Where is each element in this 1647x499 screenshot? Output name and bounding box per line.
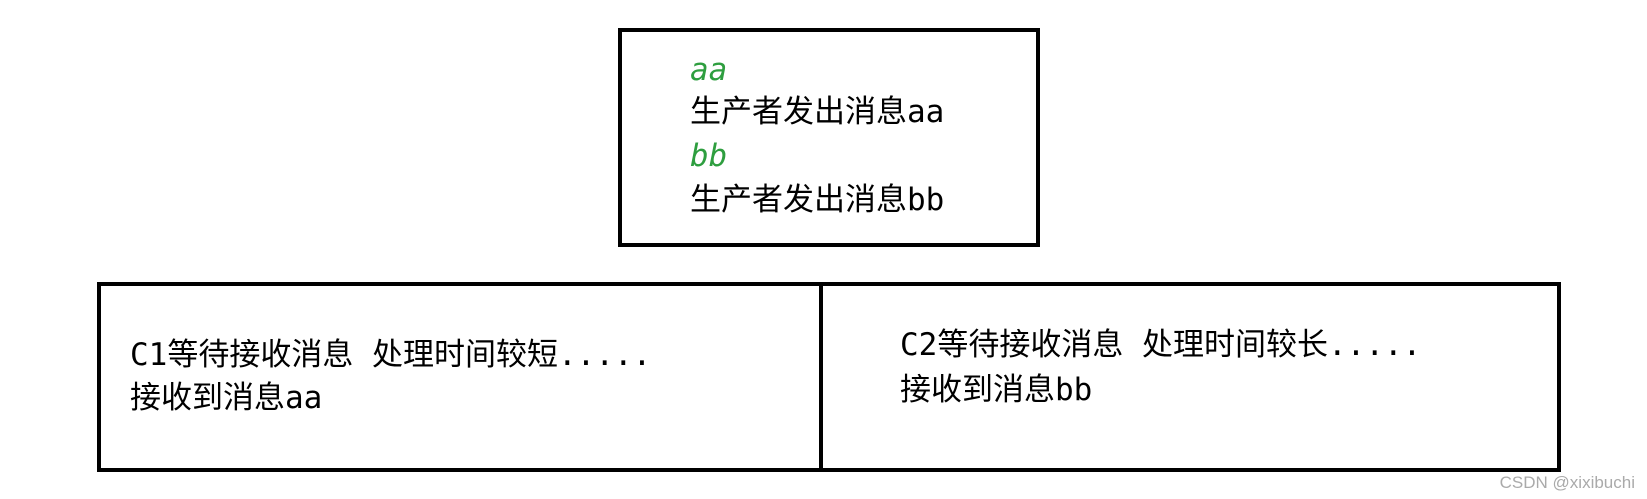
consumers-box	[97, 282, 1561, 472]
producer-message-bb: bb	[690, 138, 728, 174]
consumer-c2-received: 接收到消息bb	[900, 372, 1093, 408]
consumer-c1-received: 接收到消息aa	[130, 380, 323, 416]
consumer-c1-status: C1等待接收消息 处理时间较短.....	[130, 337, 652, 373]
producer-log-bb: 生产者发出消息bb	[690, 182, 945, 218]
watermark: CSDN @xixibuchi	[1499, 473, 1635, 492]
producer-log-aa: 生产者发出消息aa	[690, 94, 945, 130]
consumer-divider	[819, 282, 823, 472]
producer-box	[618, 28, 1040, 247]
producer-message-aa: aa	[690, 52, 728, 88]
consumer-c2-status: C2等待接收消息 处理时间较长.....	[900, 327, 1422, 363]
